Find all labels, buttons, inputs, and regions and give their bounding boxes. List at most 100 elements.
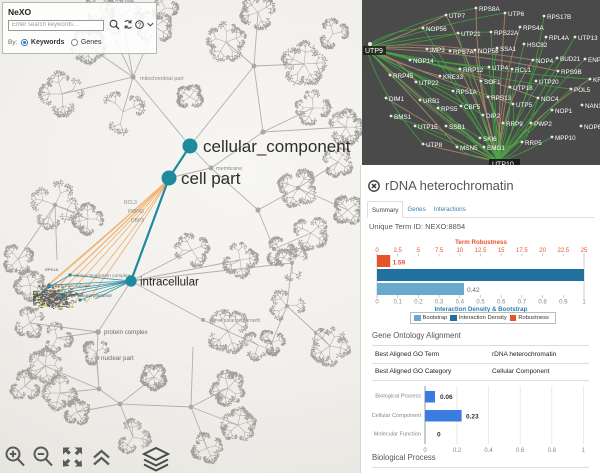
- svg-text:0.9: 0.9: [559, 300, 568, 306]
- svg-text:UTP8: UTP8: [426, 142, 443, 149]
- svg-text:RCL3: RCL3: [124, 200, 137, 206]
- svg-text:0.06: 0.06: [440, 394, 453, 401]
- svg-text:site of polarized growth: site of polarized growth: [209, 318, 261, 324]
- svg-text:RPS13: RPS13: [491, 95, 511, 102]
- svg-text:URB1: URB1: [423, 98, 440, 105]
- svg-text:SOF1: SOF1: [484, 79, 501, 86]
- svg-text:UTP18: UTP18: [513, 85, 533, 92]
- svg-text:1: 1: [582, 300, 586, 306]
- svg-text:0.5: 0.5: [476, 300, 485, 306]
- svg-text:RPS17B: RPS17B: [547, 14, 571, 21]
- svg-text:membrane: membrane: [216, 166, 242, 172]
- svg-text:0.1: 0.1: [394, 300, 403, 306]
- svg-text:0: 0: [437, 432, 441, 439]
- svg-text:EMG1: EMG1: [487, 145, 505, 152]
- svg-text:0.2: 0.2: [414, 300, 423, 306]
- svg-text:RPS8A: RPS8A: [479, 6, 500, 13]
- svg-text:Interaction Density & Bootstra: Interaction Density & Bootstrap: [435, 306, 528, 312]
- svg-text:IMP3: IMP3: [430, 47, 445, 54]
- svg-text:0.23: 0.23: [466, 414, 479, 421]
- svg-text:RPS4A: RPS4A: [523, 25, 544, 32]
- svg-text:large subunit precursor: large subunit precursor: [66, 293, 113, 298]
- svg-text:protein complex: protein complex: [104, 329, 149, 336]
- svg-text:RPL4A: RPL4A: [549, 35, 570, 42]
- svg-text:ribosomal subunit: ribosomal subunit: [53, 283, 91, 289]
- svg-text:0: 0: [423, 448, 427, 454]
- svg-text:NOP1: NOP1: [555, 108, 573, 115]
- svg-text:0: 0: [375, 300, 379, 306]
- svg-text:25: 25: [581, 248, 588, 254]
- svg-text:0.8: 0.8: [548, 448, 557, 454]
- svg-text:UTP13: UTP13: [578, 35, 598, 42]
- svg-text:0: 0: [375, 248, 379, 254]
- svg-text:RPS9B: RPS9B: [561, 69, 582, 76]
- svg-text:20: 20: [539, 248, 546, 254]
- svg-text:ribonucleoprotein complex: ribonucleoprotein complex: [74, 273, 131, 279]
- svg-text:HSC82: HSC82: [527, 42, 548, 49]
- svg-text:UTP5: UTP5: [516, 102, 533, 109]
- svg-text:0.42: 0.42: [467, 287, 480, 294]
- svg-text:UTP7: UTP7: [449, 13, 466, 20]
- svg-text:UTP4: UTP4: [492, 65, 509, 72]
- svg-text:cellular_component: cellular_component: [203, 137, 351, 156]
- svg-text:BMS1: BMS1: [394, 114, 412, 121]
- svg-text:UTP21: UTP21: [461, 31, 481, 38]
- svg-text:NOP4: NOP4: [536, 58, 554, 65]
- svg-text:SSB1: SSB1: [449, 124, 466, 131]
- svg-text:NOP6: NOP6: [584, 124, 600, 131]
- svg-text:CBF5: CBF5: [464, 104, 481, 111]
- svg-text:15: 15: [498, 248, 505, 254]
- svg-text:NAN1: NAN1: [585, 103, 600, 110]
- svg-text:RRP45: RRP45: [393, 73, 414, 80]
- svg-text:?: ?: [138, 22, 142, 29]
- svg-text:SSA1: SSA1: [500, 46, 517, 53]
- svg-text:0.8: 0.8: [538, 300, 547, 306]
- svg-text:MSN5: MSN5: [460, 145, 478, 152]
- svg-text:PRP43: PRP43: [128, 209, 144, 215]
- svg-text:KRR1: KRR1: [593, 77, 600, 84]
- svg-text:2.5: 2.5: [394, 248, 403, 254]
- svg-text:0.7: 0.7: [518, 300, 527, 306]
- svg-text:Cellular Component: Cellular Component: [372, 413, 422, 419]
- svg-text:DIM1: DIM1: [389, 96, 405, 103]
- svg-text:nuclear part: nuclear part: [101, 355, 134, 362]
- svg-text:UTP20: UTP20: [539, 79, 559, 86]
- svg-text:SKI6: SKI6: [483, 136, 497, 143]
- svg-text:MPP10: MPP10: [555, 135, 576, 142]
- svg-text:RRP12: RRP12: [463, 67, 484, 74]
- svg-text:POL5: POL5: [574, 87, 591, 94]
- svg-text:17.5: 17.5: [516, 248, 528, 254]
- svg-text:NOP14: NOP14: [413, 58, 434, 65]
- svg-text:0.6: 0.6: [497, 300, 506, 306]
- svg-text:0.4: 0.4: [456, 300, 465, 306]
- svg-text:22.5: 22.5: [557, 248, 569, 254]
- svg-text:RPS22A: RPS22A: [494, 30, 519, 37]
- svg-text:cell part: cell part: [181, 169, 241, 188]
- svg-text:RPS5: RPS5: [441, 106, 458, 113]
- svg-text:0.2: 0.2: [453, 448, 462, 454]
- svg-text:KRE33: KRE33: [443, 74, 463, 81]
- svg-text:1.59: 1.59: [393, 260, 406, 267]
- svg-text:NOC4: NOC4: [541, 96, 559, 103]
- svg-text:UTP9: UTP9: [365, 48, 383, 55]
- svg-text:0.6: 0.6: [516, 448, 525, 454]
- svg-text:DBP3: DBP3: [131, 218, 144, 224]
- svg-text:0.4: 0.4: [484, 448, 493, 454]
- svg-text:RRP9: RRP9: [506, 121, 523, 128]
- svg-text:Biological Process: Biological Process: [375, 394, 421, 400]
- svg-text:NOP56: NOP56: [426, 26, 447, 33]
- svg-text:PWP2: PWP2: [534, 121, 552, 128]
- svg-text:RPS1A: RPS1A: [456, 89, 477, 96]
- svg-text:DIP2: DIP2: [486, 113, 500, 120]
- svg-text:UTP15: UTP15: [418, 124, 438, 131]
- svg-text:0.3: 0.3: [435, 300, 444, 306]
- svg-text:RPS1A: RPS1A: [45, 267, 58, 272]
- svg-text:5: 5: [417, 248, 421, 254]
- svg-text:7.5: 7.5: [435, 248, 444, 254]
- svg-text:RPS7A: RPS7A: [453, 49, 474, 56]
- svg-text:Term Robustness: Term Robustness: [455, 239, 507, 246]
- svg-text:12.5: 12.5: [475, 248, 487, 254]
- svg-text:ENP1: ENP1: [588, 57, 600, 64]
- svg-text:intracellular: intracellular: [140, 277, 199, 289]
- svg-text:BUD21: BUD21: [560, 56, 581, 63]
